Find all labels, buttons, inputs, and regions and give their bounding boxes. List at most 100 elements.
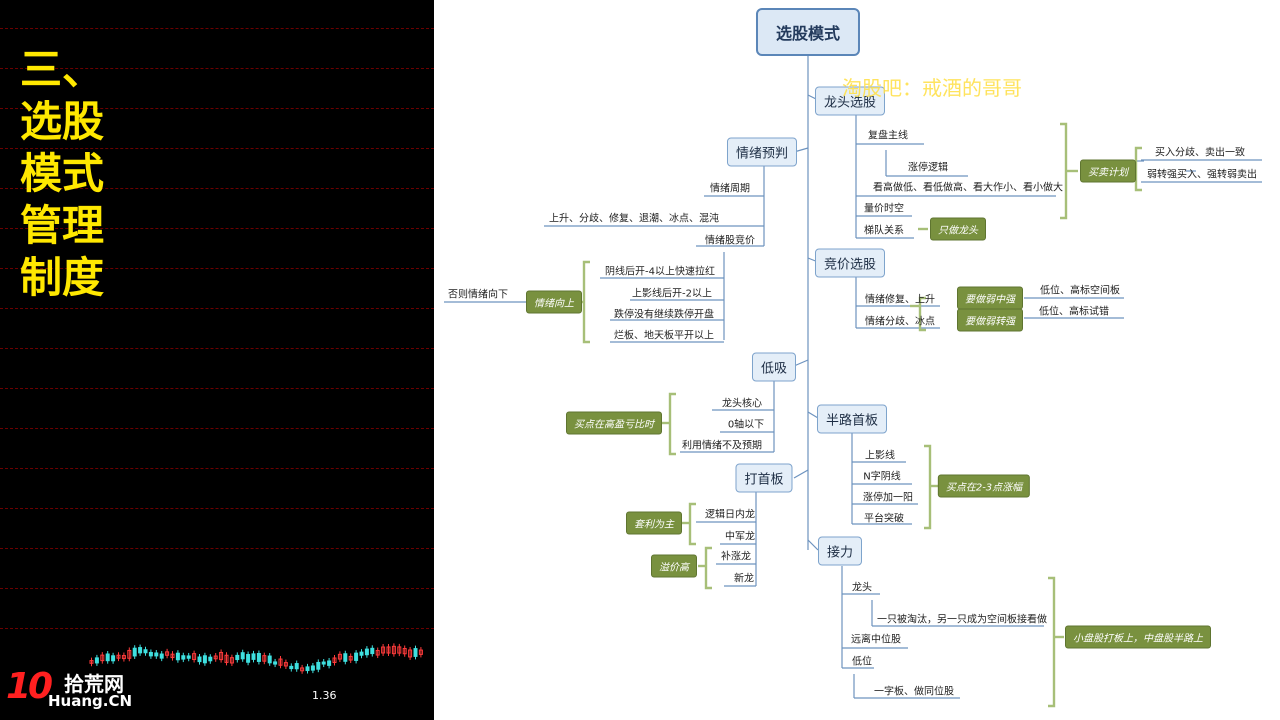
leaf-qingxugu-jingjia: 情绪股竞价 [705,235,755,247]
candle-body [283,662,288,667]
candle-body [111,655,116,662]
leaf-diwei-kongjian: 低位、高标空间板 [1040,285,1120,297]
logo-number: 10 [6,666,53,707]
topic-dashouban: 打首板 [735,463,793,493]
grid-line [0,268,434,269]
leaf-pingtai: 平台突破 [864,513,904,525]
candle-body [397,646,402,654]
leaf-zhangting-jiayang: 涨停加一阳 [863,492,913,504]
leaf-xinlong: 新龙 [734,573,754,585]
candle-body [262,655,267,662]
leaf-yuanli: 远离中位股 [851,634,901,646]
candle-body [143,649,148,654]
leaf-qingxu-zhouqi: 情绪周期 [710,183,750,195]
leaf-shangying-hou: 上影线后开-2以上 [632,288,712,300]
candle-body [208,656,213,662]
leaf-luoji-rinei: 逻辑日内龙 [705,509,755,521]
leaf-fenqi-bingdian: 情绪分歧、冰点 [865,316,935,328]
candle-body [310,665,315,671]
candle-body [354,652,359,661]
candle-body [256,653,261,662]
candle-body [246,654,251,663]
grid-line [0,468,434,469]
left-panel: 三、 选股 模式 管理 制度 1.36 10 拾荒网 Huang.CN [0,0,434,720]
candle-body [192,653,197,661]
topic-banlu: 半路首板 [816,404,888,434]
candlestick-strip [89,643,423,674]
candle-body [386,646,391,654]
grid-line [0,388,434,389]
candle-body [337,653,342,660]
candle-body [294,663,299,670]
mindmap-connectors [444,54,1262,708]
tag-yao-ruozhongqiang: 要做弱中强 [957,286,1023,310]
candle-body [219,651,224,661]
tag-qingxu-xiangshang: 情绪向上 [526,290,582,314]
candle-body [170,653,175,659]
leaf-jl-longtou: 龙头 [852,582,872,594]
leaf-diwei: 低位 [852,656,872,668]
candle-body [89,660,94,664]
candle-body [235,654,240,661]
candle-body [327,660,332,666]
logo-domain: Huang.CN [48,692,133,710]
candle-body [273,661,278,665]
candle-body [181,655,186,660]
grid-line [0,28,434,29]
grid-line [0,548,434,549]
candle-body [197,656,202,663]
leaf-longtou-hexin: 龙头核心 [722,398,762,410]
leaf-xiufu-shangsheng: 情绪修复、上升 [865,294,935,306]
grid-line [0,508,434,509]
topic-jieli: 接力 [817,536,863,566]
topic-longtou: 龙头选股 [814,86,886,116]
candle-body [418,649,423,655]
candle-body [364,648,369,656]
candle-body [186,655,191,659]
candle-body [348,655,353,661]
leaf-liyong: 利用情绪不及预期 [682,440,762,452]
candle-body [413,648,418,657]
grid-line [0,228,434,229]
candle-body [300,667,305,672]
candle-body [154,652,159,657]
tag-yijia: 溢价高 [651,554,697,578]
candle-body [159,653,164,659]
leaf-shangyingxian: 上影线 [865,450,895,462]
candle-body [408,649,413,658]
candle-body [121,655,126,660]
grid-line [0,108,434,109]
leaf-yinxian: 阴线后开-4以上快速拉红 [605,266,715,278]
candle-body [316,661,321,670]
grid-line [0,348,434,349]
candle-body [165,651,170,656]
candle-body [224,654,229,663]
topic-dixi: 低吸 [751,352,797,382]
candle-body [305,666,310,672]
tag-maimai-jihua: 买卖计划 [1080,159,1136,183]
leaf-kangao: 看高做低、看低做高、看大作小、看小做大 [873,182,1063,194]
candle-body [116,654,121,659]
candle-body [213,655,218,660]
candle-body [370,647,375,655]
mindmap: 选股模式 龙头选股 情绪预判 竞价选股 低吸 半路首板 打首板 接力 复盘主线 … [434,0,1280,720]
logo-chinese: 拾荒网 [64,672,124,696]
candle-body [343,653,348,662]
price-label: 1.36 [312,689,337,702]
candle-body [289,665,294,670]
candle-body [381,646,386,654]
grid-line [0,188,434,189]
candle-body [148,651,153,657]
candle-body [267,655,272,664]
leaf-lanban: 烂板、地天板平开以上 [614,330,714,342]
candle-body [100,654,105,662]
leaf-liangjia: 量价时空 [864,203,904,215]
grid-line [0,68,434,69]
candle-body [127,649,132,659]
topic-qingxu: 情绪预判 [726,137,798,167]
candle-body [251,653,256,660]
slide-title: 三、 选股 模式 管理 制度 [20,45,105,302]
leaf-tidui: 梯队关系 [864,225,904,237]
candle-body [138,647,143,654]
candle-body [321,661,326,665]
